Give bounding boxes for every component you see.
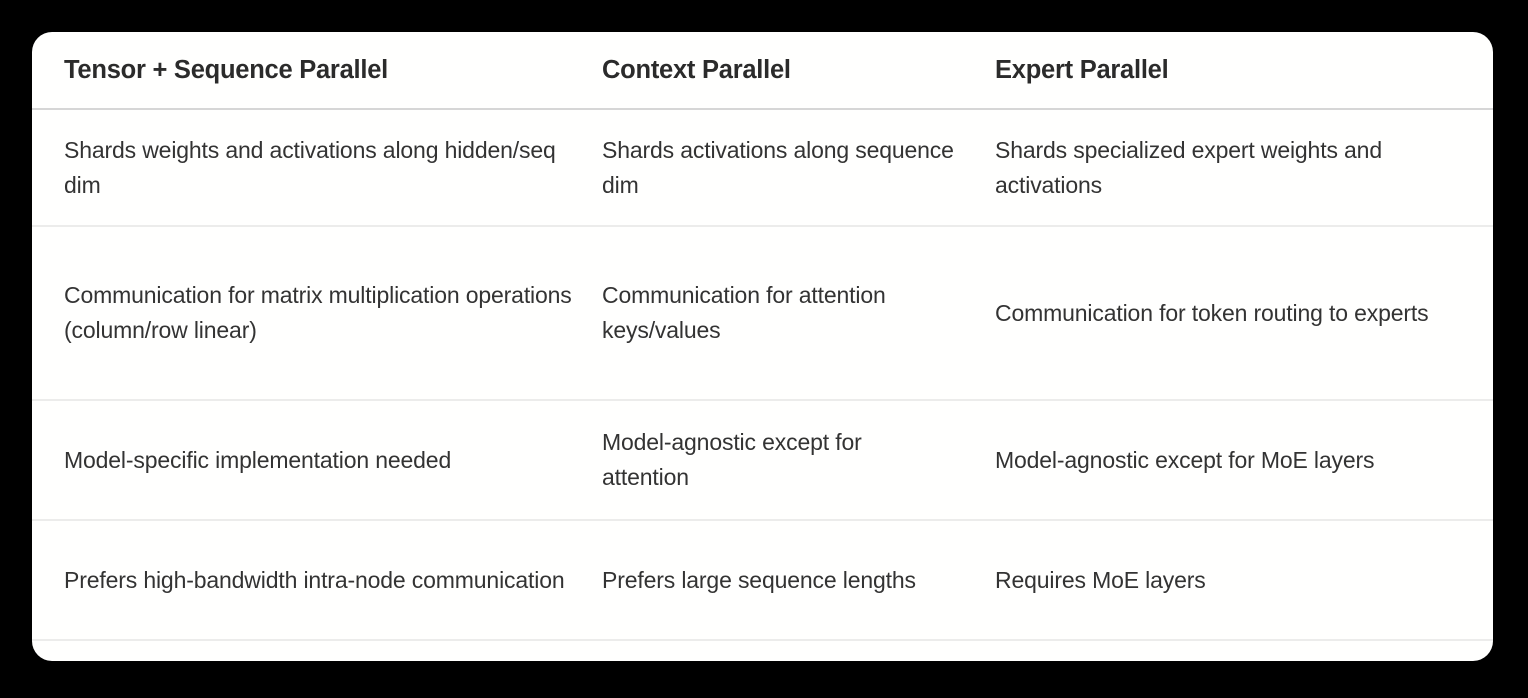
table-row: Communication for matrix multiplication … xyxy=(32,226,1493,401)
column-header-expert-parallel: Expert Parallel xyxy=(994,32,1493,110)
cell-communication-context: Communication for attention keys/values xyxy=(601,226,994,401)
cell-sharding-expert: Shards specialized expert weights and ac… xyxy=(994,109,1493,227)
cell-model-dependency-context: Model-agnostic except for attention xyxy=(601,400,994,521)
table-row: Model-specific implementation needed Mod… xyxy=(32,400,1493,521)
cell-requirements-expert: Requires MoE layers xyxy=(994,520,1493,641)
column-header-context-parallel: Context Parallel xyxy=(601,32,994,110)
table-row: Shards weights and activations along hid… xyxy=(32,109,1493,227)
table-row: Prefers high-bandwidth intra-node commun… xyxy=(32,520,1493,641)
cell-requirements-tensor-sequence: Prefers high-bandwidth intra-node commun… xyxy=(32,520,601,641)
cell-communication-expert: Communication for token routing to exper… xyxy=(994,226,1493,401)
parallelism-comparison-table: Tensor + Sequence Parallel Context Paral… xyxy=(32,32,1493,641)
cell-model-dependency-expert: Model-agnostic except for MoE layers xyxy=(994,400,1493,521)
table-body: Shards weights and activations along hid… xyxy=(32,109,1493,641)
cell-sharding-tensor-sequence: Shards weights and activations along hid… xyxy=(32,109,601,227)
table-header-row: Tensor + Sequence Parallel Context Paral… xyxy=(32,32,1493,110)
table-header: Tensor + Sequence Parallel Context Paral… xyxy=(32,32,1493,110)
column-header-tensor-sequence-parallel: Tensor + Sequence Parallel xyxy=(32,32,601,110)
comparison-table-card: Tensor + Sequence Parallel Context Paral… xyxy=(32,32,1493,661)
cell-sharding-context: Shards activations along sequence dim xyxy=(601,109,994,227)
cell-communication-tensor-sequence: Communication for matrix multiplication … xyxy=(32,226,601,401)
cell-model-dependency-tensor-sequence: Model-specific implementation needed xyxy=(32,400,601,521)
cell-requirements-context: Prefers large sequence lengths xyxy=(601,520,994,641)
